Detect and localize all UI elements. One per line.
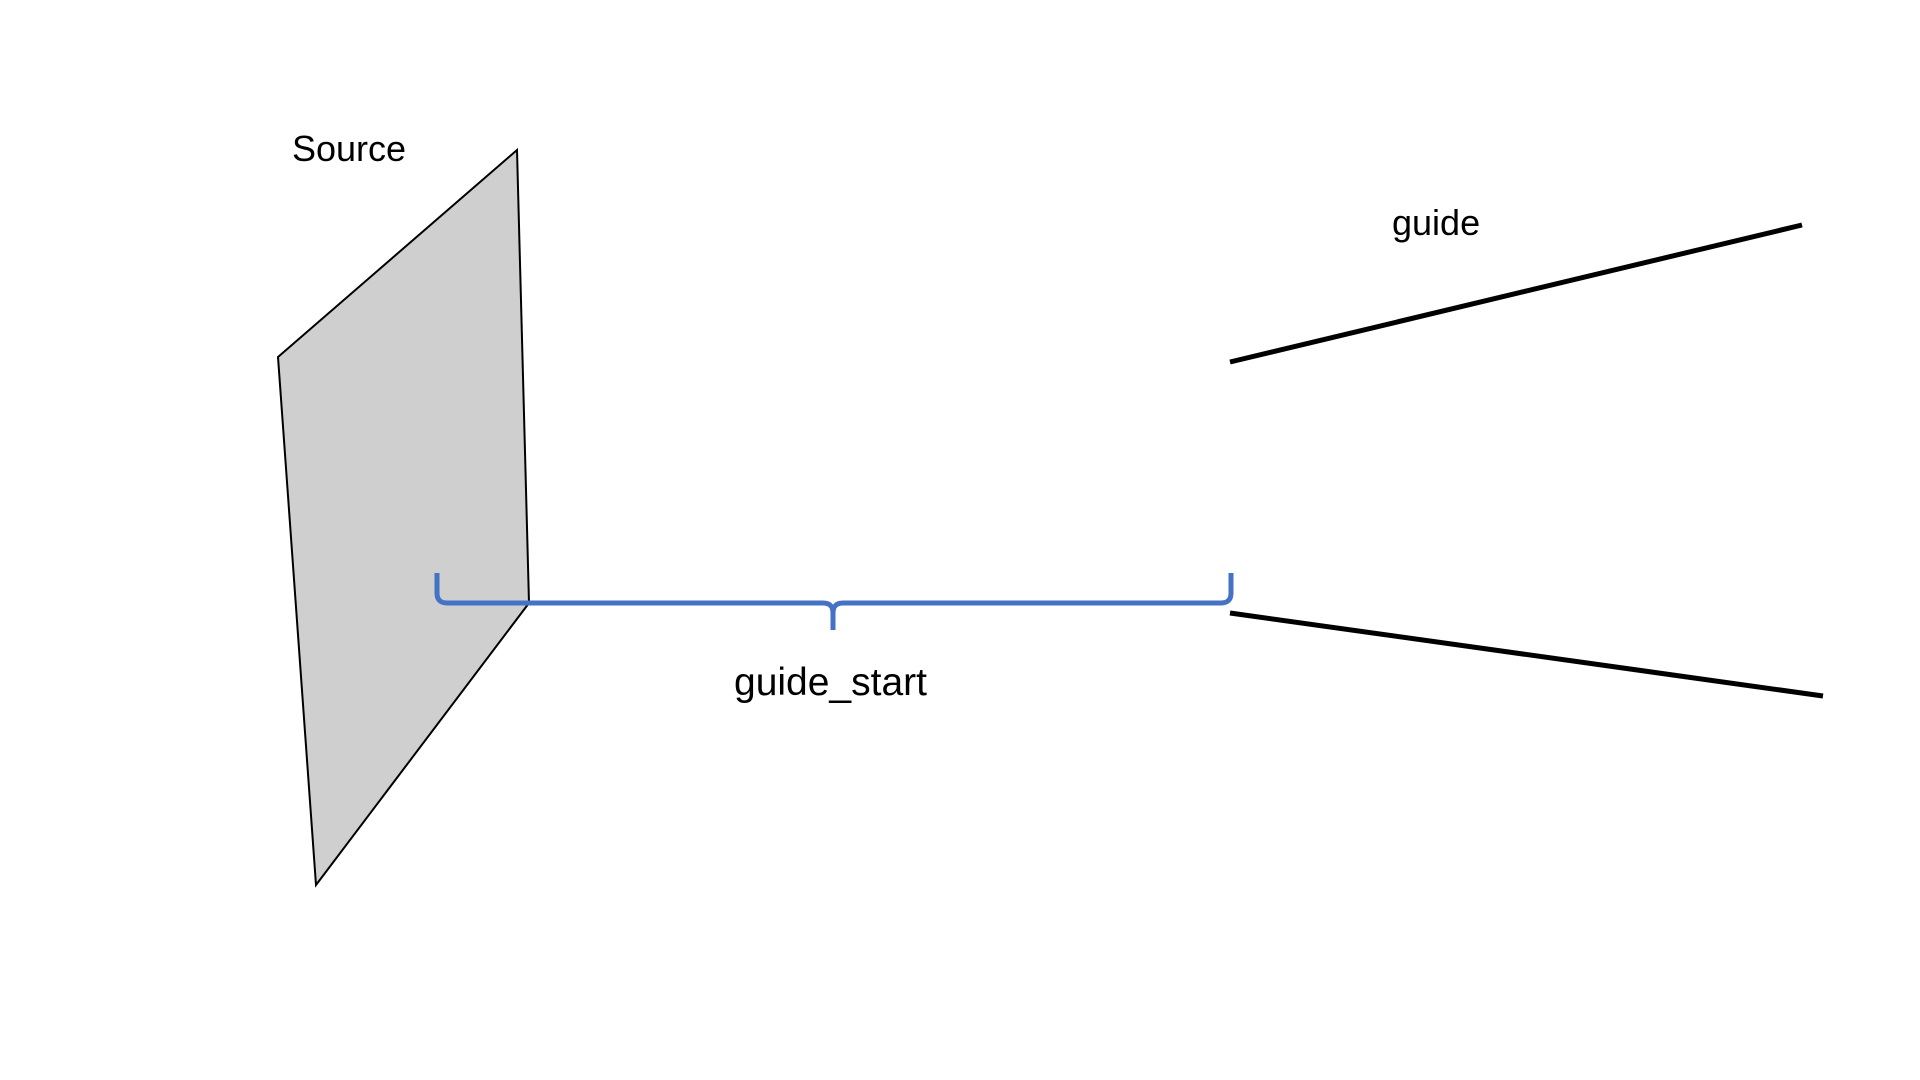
guide-top-wall <box>1229 222 1803 365</box>
guide-start-label: guide_start <box>734 661 927 704</box>
guide-label: guide <box>1392 202 1480 243</box>
source-label: Source <box>292 128 406 169</box>
guide-bottom-wall <box>1229 610 1824 699</box>
guide-start-brace <box>434 573 1234 630</box>
source-plane <box>276 147 531 888</box>
